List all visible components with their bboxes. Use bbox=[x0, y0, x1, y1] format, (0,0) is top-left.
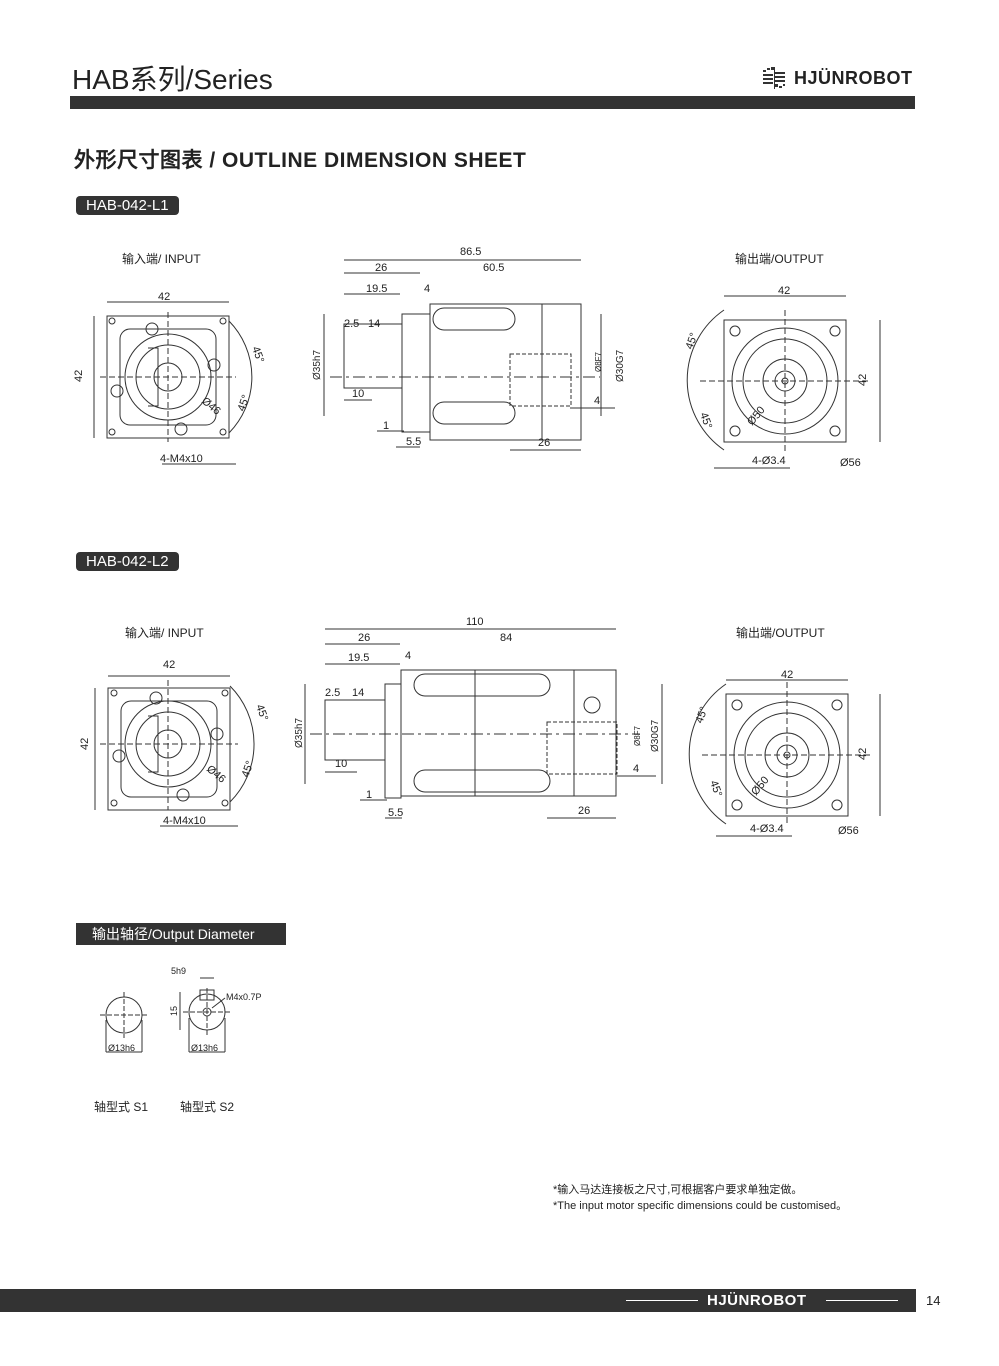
input-label-l2: 输入端/ INPUT bbox=[125, 626, 204, 640]
side-keylen-label-l1: 10 bbox=[352, 388, 364, 400]
note-en: *The input motor specific dimensions cou… bbox=[553, 1200, 848, 1212]
input-angle1-label-l2: 45° bbox=[253, 703, 270, 723]
input-label-l1: 输入端/ INPUT bbox=[122, 252, 201, 266]
side-step2-label-l2: 5.5 bbox=[388, 807, 403, 819]
footer-bar: HJÜNROBOT bbox=[0, 1289, 916, 1312]
output-outer-label-l2: Ø56 bbox=[838, 825, 859, 837]
side-flange-label-l1: 4 bbox=[424, 283, 430, 295]
s2-thread-label: M4x0.7P bbox=[226, 992, 262, 1002]
side-right-label-l1: 60.5 bbox=[483, 262, 504, 274]
s2-dia-label: Ø13h6 bbox=[191, 1043, 218, 1053]
side-bore-label-l2: Ø8F7 bbox=[633, 725, 642, 746]
output-holes-label-l1: 4-Ø3.4 bbox=[752, 455, 786, 467]
side-left-label-l1: 26 bbox=[375, 262, 387, 274]
output-angle1-label-l2: 45° bbox=[694, 705, 711, 725]
side-keya-label-l1: 2.5 bbox=[344, 318, 359, 330]
output-label-l1: 输出端/OUTPUT bbox=[735, 252, 824, 266]
side-step1-label-l2: 1 bbox=[366, 789, 372, 801]
input-circle-label-l2: Ø46 bbox=[204, 763, 228, 786]
side-keyb-label-l1: 14 bbox=[368, 318, 380, 330]
side-right-label-l2: 84 bbox=[500, 632, 512, 644]
output-label-l2: 输出端/OUTPUT bbox=[736, 626, 825, 640]
output-diameter-tag: 输出轴径/Output Diameter bbox=[76, 923, 286, 945]
side-depth-label-l2: 4 bbox=[633, 763, 639, 775]
input-circle-label-l1: Ø46 bbox=[199, 395, 223, 418]
input-width-label-l2: 42 bbox=[163, 659, 175, 671]
input-height-label-l2: 42 bbox=[79, 738, 91, 750]
side-bore2-label-l1: Ø30G7 bbox=[615, 349, 626, 382]
drawing-l2: 42 42 45° 45° Ø46 4-M4x10 110 26 84 19.5… bbox=[79, 616, 881, 837]
header-bar bbox=[70, 96, 915, 109]
model-tag-l1: HAB-042-L1 bbox=[76, 196, 179, 215]
note-cn: *输入马达连接板之尺寸,可根据客户要求单独定做。 bbox=[553, 1184, 803, 1196]
side-left-label-l2: 26 bbox=[358, 632, 370, 644]
side-shaft-label-l2: 19.5 bbox=[348, 652, 369, 664]
shaft-s2-label: 轴型式 S2 bbox=[180, 1100, 235, 1114]
page-number: 14 bbox=[926, 1293, 941, 1308]
output-width-label-l1: 42 bbox=[778, 285, 790, 297]
side-bore2-label-l2: Ø30G7 bbox=[650, 719, 661, 752]
side-outlen-label-l1: 26 bbox=[538, 437, 550, 449]
output-circle-label-l1: Ø50 bbox=[745, 404, 768, 428]
output-angle1-label-l1: 45° bbox=[684, 331, 701, 351]
output-outer-label-l1: Ø56 bbox=[840, 457, 861, 469]
s1-dia-label: Ø13h6 bbox=[108, 1043, 135, 1053]
input-holes-label-l1: 4-M4x10 bbox=[160, 453, 203, 465]
output-angle2-label-l1: 45° bbox=[697, 411, 714, 431]
input-angle2-label-l2: 45° bbox=[240, 759, 257, 779]
page-title: HAB系列/Series bbox=[72, 64, 273, 95]
side-step1-label-l1: 1 bbox=[383, 420, 389, 432]
input-angle1-label-l1: 45° bbox=[249, 345, 266, 365]
side-total-label-l2: 110 bbox=[466, 616, 484, 628]
model-tag-l2: HAB-042-L2 bbox=[76, 552, 179, 571]
output-height-label-l2: 42 bbox=[857, 748, 869, 760]
input-angle2-label-l1: 45° bbox=[236, 393, 253, 413]
output-height-label-l1: 42 bbox=[857, 374, 869, 386]
footer-brand: HJÜNROBOT bbox=[707, 1292, 807, 1309]
side-keyb-label-l2: 14 bbox=[352, 687, 364, 699]
side-step2-label-l1: 5.5 bbox=[406, 436, 421, 448]
output-width-label-l2: 42 bbox=[781, 669, 793, 681]
side-pilot-label-l2: Ø35h7 bbox=[294, 718, 305, 748]
side-shaft-label-l1: 19.5 bbox=[366, 283, 387, 295]
s2-key-label: 5h9 bbox=[171, 966, 186, 976]
side-bore-label-l1: Ø8F7 bbox=[594, 351, 603, 372]
brand-name: HJÜNROBOT bbox=[794, 68, 913, 88]
input-width-label-l1: 42 bbox=[158, 291, 170, 303]
footer-line-right bbox=[826, 1300, 898, 1301]
side-depth-label-l1: 4 bbox=[594, 395, 600, 407]
output-holes-label-l2: 4-Ø3.4 bbox=[750, 823, 784, 835]
side-flange-label-l2: 4 bbox=[405, 650, 411, 662]
shaft-s1-label: 轴型式 S1 bbox=[94, 1100, 149, 1114]
side-total-label-l1: 86.5 bbox=[460, 246, 481, 258]
output-diameter-drawing: Ø13h6 5h9 15 M4x0.7P Ø13h6 bbox=[100, 966, 262, 1053]
side-pilot-label-l1: Ø35h7 bbox=[312, 350, 323, 380]
input-holes-label-l2: 4-M4x10 bbox=[163, 815, 206, 827]
s2-len-label: 15 bbox=[169, 1006, 179, 1016]
output-circle-label-l2: Ø50 bbox=[749, 774, 772, 798]
section-heading: 外形尺寸图表 / OUTLINE DIMENSION SHEET bbox=[74, 149, 527, 172]
side-outlen-label-l2: 26 bbox=[578, 805, 590, 817]
hjunrobot-logo-icon bbox=[763, 67, 785, 89]
drawing-l1: 42 42 45° 45° Ø46 4-M4x10 86.5 26 60.5 1… bbox=[73, 246, 881, 469]
footer-line-left bbox=[626, 1300, 698, 1301]
brand-logo: HJÜNROBOT bbox=[762, 64, 922, 92]
side-keylen-label-l2: 10 bbox=[335, 758, 347, 770]
side-keya-label-l2: 2.5 bbox=[325, 687, 340, 699]
output-angle2-label-l2: 45° bbox=[707, 779, 724, 799]
input-height-label-l1: 42 bbox=[73, 370, 85, 382]
